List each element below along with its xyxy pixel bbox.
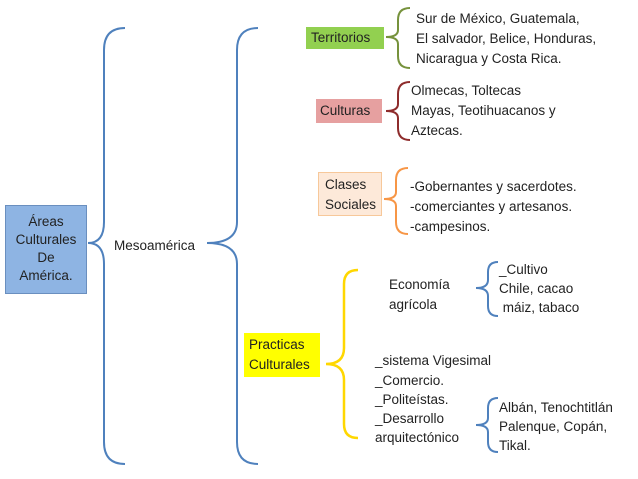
territorios-label: Territorios — [311, 30, 371, 45]
culturas-box: Culturas — [316, 99, 382, 123]
territorios-line: Sur de México, Guatemala, — [416, 11, 580, 26]
territorios-brace — [385, 7, 411, 69]
culturas-brace — [385, 81, 411, 141]
practicas-item: arquitectónico — [375, 430, 460, 445]
territorios-box: Territorios — [306, 27, 384, 49]
clases-line: -comerciantes y artesanos. — [410, 199, 573, 214]
root-line: De — [37, 250, 55, 265]
clases-line: -Gobernantes y sacerdotes. — [410, 179, 577, 194]
cities-line: Tikal. — [499, 438, 531, 453]
practicas-item: _Comercio. — [375, 373, 445, 388]
culturas-line: Aztecas. — [411, 123, 463, 138]
cities-line: Palenque, Copán, — [499, 419, 608, 434]
mesoamerica-brace — [206, 27, 259, 465]
economia-brace — [475, 261, 499, 317]
culturas-label: Culturas — [320, 103, 371, 118]
mesoamerica-label: Mesoamérica — [114, 238, 196, 253]
practicas-label-line: Practicas — [249, 337, 305, 352]
practicas-item: _Desarrollo — [375, 411, 445, 426]
cities-brace — [475, 397, 499, 453]
territorios-line: Nicaragua y Costa Rica. — [416, 51, 562, 66]
economia-label-line: agrícola — [389, 297, 438, 312]
practicas-box: Practicas Culturales — [244, 333, 320, 377]
root-brace — [87, 27, 126, 465]
practicas-label-line: Culturales — [249, 357, 310, 372]
cities-line: Albán, Tenochtitlán — [499, 400, 613, 415]
root-box: Áreas Culturales De América. — [5, 205, 87, 294]
culturas-line: Olmecas, Toltecas — [411, 83, 522, 98]
practicas-brace — [325, 268, 359, 440]
clases-box: Clases Sociales — [318, 172, 382, 216]
clases-label-line: Clases — [325, 177, 367, 192]
root-line: América. — [19, 268, 73, 283]
economia-line: Chile, cacao — [499, 281, 574, 296]
practicas-item: _Politeístas. — [375, 392, 449, 407]
clases-label-line: Sociales — [325, 197, 377, 212]
root-line: Áreas — [28, 214, 64, 229]
clases-line: -campesinos. — [410, 219, 491, 234]
root-line: Culturales — [15, 232, 77, 247]
economia-line: _Cultivo — [499, 262, 548, 277]
territorios-line: El salvador, Belice, Honduras, — [416, 31, 597, 46]
culturas-line: Mayas, Teotihuacanos y — [411, 103, 556, 118]
practicas-item: _sistema Vigesimal — [375, 353, 492, 368]
economia-line: máiz, tabaco — [499, 300, 580, 315]
clases-brace — [383, 167, 409, 235]
economia-label-line: Economía — [389, 277, 450, 292]
